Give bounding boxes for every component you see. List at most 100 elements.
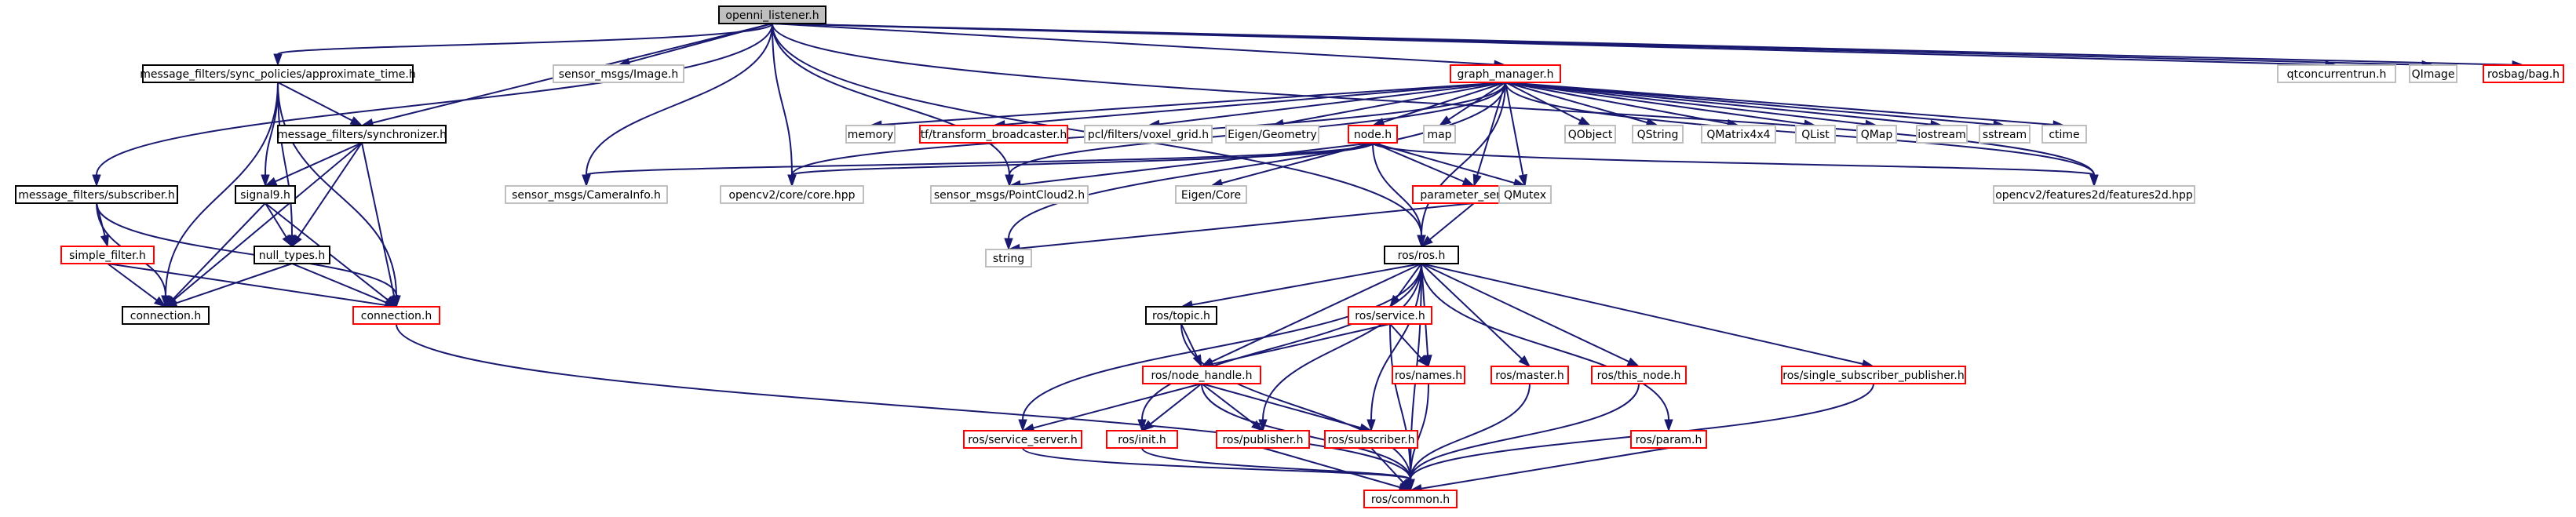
edge-signal9-to-null-types — [265, 202, 293, 248]
node-label: pcl/filters/voxel_grid.h — [1088, 129, 1209, 141]
node-qstring[interactable]: QString — [1632, 125, 1684, 144]
edge-ros-h-to-ros-single-sub — [1421, 263, 1875, 369]
edge-graph-manager-to-node-h — [1371, 82, 1506, 126]
node-label: ros/single_subscriber_publisher.h — [1782, 370, 1964, 382]
node-qmutex[interactable]: QMutex — [1498, 185, 1552, 204]
node-camera-info[interactable]: sensor_msgs/CameraInfo.h — [505, 185, 668, 204]
node-ros-service-server[interactable]: ros/service_server.h — [963, 430, 1082, 449]
node-qtconcurrentrun[interactable]: qtconcurrentrun.h — [2277, 64, 2396, 83]
node-box — [1384, 246, 1459, 264]
node-ros-subscriber[interactable]: ros/subscriber.h — [1324, 430, 1418, 449]
node-box — [1348, 306, 1432, 325]
node-map[interactable]: map — [1423, 125, 1456, 144]
node-label: Eigen/Geometry — [1228, 129, 1317, 141]
edge-synchronizer-to-connection-black — [164, 142, 363, 308]
edge-openni-listener-to-qtconcurrentrun — [772, 23, 2338, 70]
node-ros-master[interactable]: ros/master.h — [1491, 366, 1569, 384]
node-ros-service[interactable]: ros/service.h — [1348, 306, 1432, 325]
node-ros-this-node[interactable]: ros/this_node.h — [1591, 366, 1687, 384]
edge-parameter-server-to-string — [1007, 202, 1475, 253]
edge-openni-listener-to-pointcloud2 — [772, 23, 1014, 188]
node-sstream[interactable]: sstream — [1979, 125, 2031, 144]
node-qobject[interactable]: QObject — [1564, 125, 1616, 144]
node-box — [1632, 125, 1684, 144]
node-tf-broadcaster[interactable]: tf/transform_broadcaster.h — [919, 125, 1068, 144]
edge-graph-manager-to-memory — [869, 82, 1506, 129]
node-box — [1175, 185, 1247, 204]
node-ros-single-sub[interactable]: ros/single_subscriber_publisher.h — [1781, 366, 1966, 384]
node-box — [1363, 490, 1458, 508]
node-simple-filter[interactable]: simple_filter.h — [60, 246, 155, 264]
node-label: ros/ros.h — [1398, 249, 1446, 262]
edge-approx-time-to-connection-red — [277, 82, 401, 308]
node-label: ros/publisher.h — [1222, 434, 1303, 446]
node-graph-manager[interactable]: graph_manager.h — [1450, 64, 1561, 83]
node-label: QList — [1801, 129, 1830, 141]
node-ros-node-handle[interactable]: ros/node_handle.h — [1142, 366, 1261, 384]
node-signal9[interactable]: signal9.h — [235, 185, 296, 204]
edge-graph-manager-to-string — [1004, 82, 1506, 251]
node-pcl-voxel[interactable]: pcl/filters/voxel_grid.h — [1084, 125, 1213, 144]
node-connection-red[interactable]: connection.h — [352, 306, 440, 325]
node-string[interactable]: string — [985, 249, 1032, 268]
node-eigen-geometry[interactable]: Eigen/Geometry — [1225, 125, 1319, 144]
node-label: opencv2/core/core.hpp — [728, 189, 855, 202]
edge-ros-service-server-to-ros-common — [1022, 447, 1415, 492]
node-ros-h[interactable]: ros/ros.h — [1384, 246, 1459, 264]
node-iostream[interactable]: iostream — [1916, 125, 1968, 144]
node-approx-time[interactable]: message_filters/sync_policies/approximat… — [140, 64, 416, 83]
edge-openni-listener-to-graph-manager — [772, 23, 1507, 69]
node-box — [1781, 366, 1966, 384]
edge-node-h-to-ros-h — [1372, 142, 1426, 248]
node-ros-topic[interactable]: ros/topic.h — [1145, 306, 1217, 325]
edge-ros-h-to-ros-subscriber — [1366, 263, 1422, 432]
node-qimage[interactable]: QImage — [2409, 64, 2457, 83]
node-opencv-core[interactable]: opencv2/core/core.hpp — [720, 185, 864, 204]
edge-ros-init-to-ros-common — [1141, 447, 1415, 492]
node-features2d[interactable]: opencv2/features2d/features2d.hpp — [1993, 185, 2195, 204]
node-qmatrix[interactable]: QMatrix4x4 — [1701, 125, 1776, 144]
edge-parameter-server-to-ros-h — [1420, 202, 1475, 247]
node-label: ros/service.h — [1355, 310, 1425, 322]
node-label: ros/init.h — [1118, 434, 1166, 446]
node-label: ros/node_handle.h — [1151, 370, 1252, 382]
node-mf-subscriber[interactable]: message_filters/subscriber.h — [15, 185, 178, 204]
node-box — [2409, 64, 2457, 83]
node-box — [553, 64, 684, 83]
node-label: ros/param.h — [1636, 434, 1702, 446]
node-ros-param[interactable]: ros/param.h — [1630, 430, 1707, 449]
node-ros-publisher[interactable]: ros/publisher.h — [1216, 430, 1310, 449]
edge-ros-node-handle-to-ros-subscriber — [1201, 383, 1373, 432]
node-ros-common[interactable]: ros/common.h — [1363, 490, 1458, 508]
edge-ros-service-to-ros-names — [1389, 323, 1429, 368]
node-connection-black[interactable]: connection.h — [122, 306, 210, 325]
node-pointcloud2[interactable]: sensor_msgs/PointCloud2.h — [930, 185, 1089, 204]
node-synchronizer[interactable]: message_filters/synchronizer.h — [277, 125, 447, 144]
node-openni-listener[interactable]: openni_listener.h — [718, 5, 826, 24]
edge-ros-h-to-ros-master — [1421, 263, 1531, 368]
node-sensor-image[interactable]: sensor_msgs/Image.h — [553, 64, 684, 83]
node-qlist[interactable]: QList — [1795, 125, 1836, 144]
node-box — [1564, 125, 1616, 144]
edge-ros-h-to-ros-this-node — [1421, 263, 1640, 367]
node-qmap[interactable]: QMap — [1856, 125, 1897, 144]
node-ctime[interactable]: ctime — [2041, 125, 2087, 144]
node-label: QMap — [1861, 129, 1893, 141]
edge-node-h-to-parameter-server — [1372, 142, 1476, 187]
node-memory[interactable]: memory — [845, 125, 896, 144]
node-label: sensor_msgs/CameraInfo.h — [512, 189, 661, 202]
edge-approx-time-to-signal9 — [261, 82, 279, 188]
node-node-h[interactable]: node.h — [1348, 125, 1398, 144]
node-null-types[interactable]: null_types.h — [254, 246, 330, 264]
node-eigen-core[interactable]: Eigen/Core — [1175, 185, 1247, 204]
node-ros-names[interactable]: ros/names.h — [1392, 366, 1465, 384]
node-ros-init[interactable]: ros/init.h — [1106, 430, 1178, 449]
node-box — [845, 125, 896, 144]
node-box — [1993, 185, 2195, 204]
node-box — [1106, 430, 1178, 449]
node-box — [1701, 125, 1776, 144]
node-label: QMutex — [1504, 189, 1546, 202]
node-rosbag[interactable]: rosbag/bag.h — [2483, 64, 2564, 83]
edge-ros-topic-to-ros-common — [1180, 323, 1415, 492]
node-box — [1423, 125, 1456, 144]
